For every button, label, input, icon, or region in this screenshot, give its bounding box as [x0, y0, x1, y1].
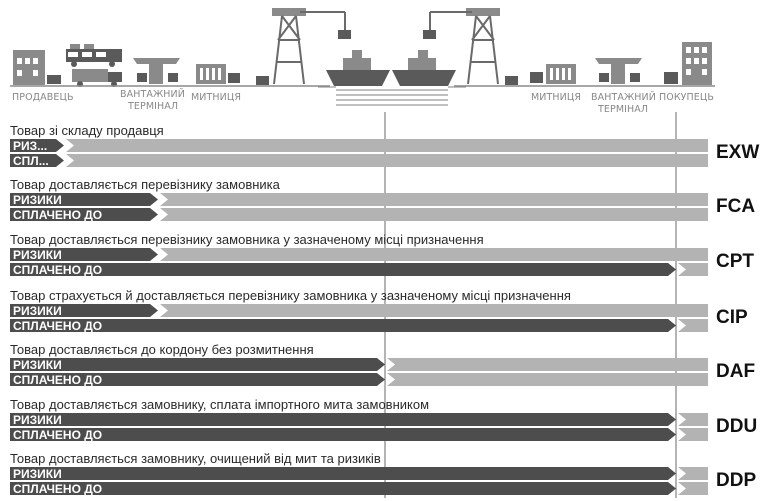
risks-bar-buyer — [160, 248, 708, 261]
paid-label: СПЛАЧЕНО ДО — [13, 373, 102, 387]
buyer-building-icon — [664, 42, 712, 85]
water-icon — [318, 86, 466, 106]
incoterm-title: Товар доставляється до кордону без розми… — [10, 342, 314, 357]
paid-bar-buyer — [678, 319, 708, 332]
header-labels: ПРОДАВЕЦЬ ВАНТАЖНИЙ ТЕРМІНАЛ МИТНИЦЯ МИТ… — [12, 88, 714, 115]
paid-bar-seller — [10, 319, 676, 332]
paid-label: СПЛ... — [13, 154, 49, 168]
incoterm-code: FCA — [716, 196, 755, 217]
risks-bar-buyer — [387, 358, 708, 371]
paid-label: СПЛАЧЕНО ДО — [13, 482, 102, 496]
cargo-terminal-icon — [133, 58, 180, 84]
paid-label: СПЛАЧЕНО ДО — [13, 319, 102, 333]
logistics-illustration — [10, 8, 715, 106]
label-cargo-terminal-right: ВАНТАЖНИЙ — [591, 91, 656, 103]
customs-building-icon — [196, 64, 269, 85]
label-terminal: ТЕРМІНАЛ — [127, 101, 178, 112]
paid-bar-seller — [10, 263, 676, 276]
label-customs-right: МИТНИЦЯ — [531, 92, 581, 103]
paid-bar-seller — [10, 428, 676, 441]
paid-bar-seller — [10, 373, 385, 386]
risks-label: РИЗИКИ — [13, 358, 62, 372]
paid-bar-buyer — [678, 263, 708, 276]
paid-bar-buyer — [387, 373, 708, 386]
label-buyer: ПОКУПЕЦЬ — [659, 92, 714, 103]
incoterm-title: Товар доставляється замовнику, сплата ім… — [10, 397, 429, 412]
label-cargo-terminal: ВАНТАЖНИЙ — [120, 88, 185, 100]
incoterm-code: DDP — [716, 470, 756, 491]
paid-bar-seller — [10, 208, 158, 221]
label-customs: МИТНИЦЯ — [191, 92, 241, 103]
risks-label: РИЗИКИ — [13, 193, 62, 207]
paid-bar-buyer — [66, 154, 708, 167]
risks-label: РИЗ... — [13, 139, 47, 153]
incoterm-row-fca: Товар доставляється перевізнику замовник… — [10, 177, 755, 222]
incoterm-code: DAF — [716, 361, 755, 382]
incoterm-title: Товар доставляється перевізнику замовник… — [10, 232, 484, 247]
incoterm-title: Товар страхується й доставляється переві… — [10, 288, 571, 303]
paid-bar-buyer — [160, 208, 708, 221]
risks-bar-seller — [10, 304, 158, 317]
paid-label: СПЛАЧЕНО ДО — [13, 263, 102, 277]
seller-building-icon — [13, 50, 61, 85]
incoterm-row-daf: Товар доставляється до кордону без розми… — [10, 342, 755, 387]
label-terminal-right: ТЕРМІНАЛ — [597, 104, 648, 115]
risks-label: РИЗИКИ — [13, 304, 62, 318]
incoterm-row-cpt: Товар доставляється перевізнику замовник… — [10, 232, 754, 277]
paid-label: СПЛАЧЕНО ДО — [13, 428, 102, 442]
incoterm-code: DDU — [716, 416, 757, 437]
risks-bar-seller — [10, 413, 676, 426]
port-crane-left-icon — [272, 8, 351, 85]
truck-icon — [72, 69, 122, 87]
incoterm-title: Товар доставляється перевізнику замовник… — [10, 177, 281, 192]
risks-bar-buyer — [160, 304, 708, 317]
incoterm-code: CIP — [716, 307, 748, 328]
cargo-ship-icon — [326, 50, 456, 86]
paid-label: СПЛАЧЕНО ДО — [13, 208, 102, 222]
risks-bar-buyer — [66, 139, 708, 152]
risks-bar-buyer — [160, 193, 708, 206]
risks-label: РИЗИКИ — [13, 467, 62, 481]
incoterm-row-ddp: Товар доставляється замовнику, очищений … — [10, 451, 756, 496]
incoterm-code: CPT — [716, 251, 754, 272]
incoterm-row-cip: Товар страхується й доставляється переві… — [10, 288, 748, 333]
incoterm-title: Товар доставляється замовнику, очищений … — [10, 451, 381, 466]
risks-label: РИЗИКИ — [13, 248, 62, 262]
customs-building-right-icon — [505, 64, 576, 85]
train-icon — [66, 44, 122, 67]
paid-bar-seller — [10, 482, 676, 495]
label-seller: ПРОДАВЕЦЬ — [12, 92, 74, 103]
paid-bar-buyer — [678, 482, 708, 495]
risks-bar-seller — [10, 248, 158, 261]
incoterm-row-ddu: Товар доставляється замовнику, сплата ім… — [10, 397, 757, 442]
risks-label: РИЗИКИ — [13, 413, 62, 427]
risks-bar-seller — [10, 139, 64, 152]
risks-bar-seller — [10, 193, 158, 206]
incoterm-title: Товар зі складу продавця — [10, 123, 164, 138]
incoterm-code: EXW — [716, 142, 759, 163]
port-crane-right-icon — [423, 8, 500, 85]
risks-bar-seller — [10, 358, 385, 371]
incoterm-rows: Товар зі складу продавцяРИЗ...СПЛ...EXWТ… — [10, 123, 759, 496]
risks-bar-buyer — [678, 467, 708, 480]
risks-bar-seller — [10, 467, 676, 480]
paid-bar-buyer — [678, 428, 708, 441]
paid-bar-seller — [10, 154, 64, 167]
cargo-terminal-right-icon — [595, 58, 642, 84]
risks-bar-buyer — [678, 413, 708, 426]
